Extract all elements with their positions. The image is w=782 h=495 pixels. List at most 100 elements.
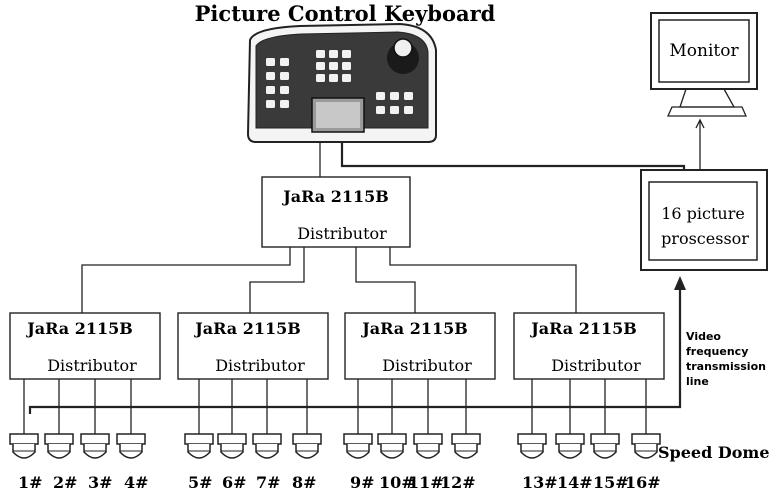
distributor-label: Distributor xyxy=(215,356,305,375)
keyboard-key xyxy=(280,100,289,108)
dome-number: 6# xyxy=(222,473,247,492)
distributor-box xyxy=(9,312,161,380)
monitor-device: Monitor xyxy=(650,12,758,117)
keyboard-key xyxy=(376,92,385,100)
transmission-label-1: Video xyxy=(686,330,721,343)
dome-number: 11# xyxy=(408,473,444,492)
keyboard-key xyxy=(280,58,289,66)
main-distributor-label: Distributor xyxy=(297,224,387,243)
main-distributor-model: JaRa 2115B xyxy=(281,187,389,206)
distributor-model: JaRa 2115B xyxy=(193,319,301,338)
speed-dome-icon xyxy=(631,433,661,459)
speed-dome-icon xyxy=(80,433,110,459)
video-transmission-line xyxy=(28,285,682,414)
speed-dome-icon xyxy=(451,433,481,459)
speed-dome-icon xyxy=(44,433,74,459)
dome-numbers: 1# 2# 3# 4# 5# 6# 7# 8# 9#10#11#12# 13#14#15#16# xyxy=(18,473,661,492)
distributor-box xyxy=(177,312,329,380)
dome-number: 16# xyxy=(625,473,661,492)
keyboard-to-processor-line xyxy=(340,142,686,170)
speed-dome-icon xyxy=(517,433,547,459)
keyboard-key xyxy=(280,86,289,94)
keyboard-keys xyxy=(266,50,413,114)
distributor-model: JaRa 2115B xyxy=(25,319,133,338)
speed-dome-icon xyxy=(377,433,407,459)
dome-number: 1# xyxy=(18,473,43,492)
keyboard-key xyxy=(316,50,325,58)
keyboard-key xyxy=(266,58,275,66)
transmission-label-2: frequency xyxy=(686,345,748,358)
speed-dome-icon xyxy=(590,433,620,459)
dome-number: 4# xyxy=(124,473,149,492)
keyboard-key xyxy=(266,72,275,80)
picture-processor: 16 picture proscessor xyxy=(640,169,768,271)
dome-number: 3# xyxy=(88,473,113,492)
distributor-label: Distributor xyxy=(47,356,137,375)
dome-number: 2# xyxy=(53,473,78,492)
video-arrow-head xyxy=(674,276,686,290)
dome-number: 9# xyxy=(350,473,375,492)
dome-number: 8# xyxy=(292,473,317,492)
joystick-knob xyxy=(393,38,413,58)
transmission-label-3: transmission xyxy=(686,360,766,373)
dome-number: 13# xyxy=(522,473,558,492)
distributor-model: JaRa 2115B xyxy=(529,319,637,338)
speed-dome-icon xyxy=(555,433,585,459)
keyboard-key xyxy=(280,72,289,80)
distributor-3: JaRa 2115B Distributor xyxy=(344,312,496,380)
speed-dome-label: Speed Dome xyxy=(658,443,770,462)
monitor-label: Monitor xyxy=(669,41,739,61)
distributor-4: JaRa 2115B Distributor xyxy=(513,312,665,380)
diagram-title: Picture Control Keyboard xyxy=(195,1,496,26)
keyboard-key xyxy=(404,92,413,100)
keyboard-key xyxy=(376,106,385,114)
dome-number: 5# xyxy=(188,473,213,492)
distributor-box xyxy=(344,312,496,380)
speed-dome-icon xyxy=(217,433,247,459)
transmission-label-4: line xyxy=(686,375,709,388)
dome-number: 7# xyxy=(256,473,281,492)
keyboard-key xyxy=(342,62,351,70)
distributor-row: JaRa 2115B Distributor JaRa 2115B Distribut… xyxy=(9,312,665,380)
processor-label-line2: proscessor xyxy=(661,229,749,248)
speed-dome-icon xyxy=(252,433,282,459)
keyboard-key xyxy=(329,50,338,58)
keyboard-screen-display xyxy=(316,102,360,128)
dome-number: 10# xyxy=(379,473,415,492)
top-connections xyxy=(81,118,705,313)
keyboard-key xyxy=(342,50,351,58)
distributor-label: Distributor xyxy=(551,356,641,375)
speed-dome-icon xyxy=(413,433,443,459)
branch-line-1 xyxy=(81,247,291,313)
keyboard-key xyxy=(316,62,325,70)
keyboard-key xyxy=(266,100,275,108)
keyboard-key xyxy=(316,74,325,82)
speed-dome-icon xyxy=(343,433,373,459)
video-bus: Video frequency transmission line xyxy=(28,276,766,414)
speed-dome-icon xyxy=(184,433,214,459)
processor-label-line1: 16 picture xyxy=(661,204,745,223)
keyboard-key xyxy=(342,74,351,82)
distributor-model: JaRa 2115B xyxy=(360,319,468,338)
speed-dome-icon xyxy=(292,433,322,459)
processor-to-monitor-arrow xyxy=(695,118,705,129)
speed-dome-icon xyxy=(9,433,39,459)
keyboard-key xyxy=(329,62,338,70)
keyboard-key xyxy=(390,92,399,100)
keyboard-key xyxy=(266,86,275,94)
main-distributor: JaRa 2115B Distributor xyxy=(261,176,411,248)
speed-domes xyxy=(9,379,661,459)
distributor-label: Distributor xyxy=(382,356,472,375)
keyboard-key xyxy=(390,106,399,114)
distributor-2: JaRa 2115B Distributor xyxy=(177,312,329,380)
distributor-box xyxy=(513,312,665,380)
dome-number: 14# xyxy=(557,473,593,492)
speed-dome-icon xyxy=(116,433,146,459)
dome-number: 12# xyxy=(440,473,476,492)
keyboard-key xyxy=(329,74,338,82)
distributor-1: JaRa 2115B Distributor xyxy=(9,312,161,380)
keyboard-key xyxy=(404,106,413,114)
control-keyboard-device xyxy=(246,22,437,143)
dome-number: 15# xyxy=(593,473,629,492)
